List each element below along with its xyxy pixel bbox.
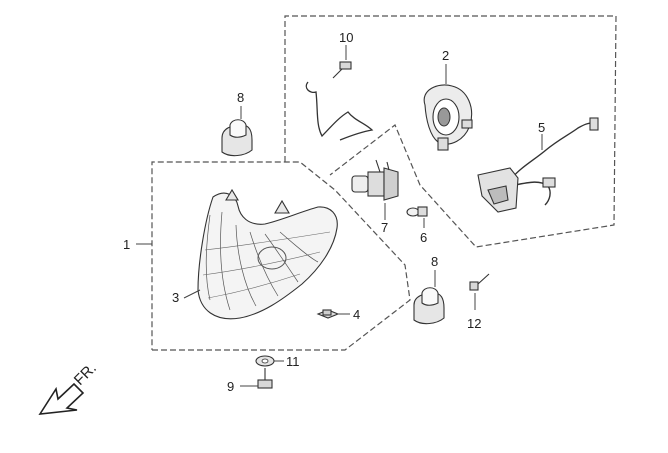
callout-7: 7 (381, 220, 388, 235)
rubber-cap-right (413, 287, 445, 325)
callout-8b: 8 (431, 254, 438, 269)
callout-1: 1 (123, 237, 130, 252)
callout-8a: 8 (237, 90, 244, 105)
callout-9: 9 (227, 379, 234, 394)
callout-5: 5 (538, 120, 545, 135)
leader-3 (183, 289, 201, 299)
clip-nut (316, 309, 340, 319)
rubber-cap-left (221, 119, 253, 157)
callout-10: 10 (339, 30, 353, 45)
callout-3: 3 (172, 290, 179, 305)
screw-10 (332, 61, 352, 79)
callout-2: 2 (442, 48, 449, 63)
assembly-1-outline (151, 161, 411, 351)
position-bulb (406, 206, 428, 217)
assembly-right-outline (284, 15, 617, 248)
callout-4: 4 (353, 307, 360, 322)
headlight-bulb (351, 159, 399, 201)
wire-harness (477, 117, 599, 213)
socket-ring (423, 84, 473, 151)
bracket-wire (305, 81, 374, 141)
front-direction-arrow (38, 382, 85, 415)
screw-12 (469, 273, 490, 291)
washer (255, 355, 275, 367)
callout-11: 11 (286, 354, 300, 369)
callout-6: 6 (420, 230, 427, 245)
callout-12: 12 (467, 316, 481, 331)
headlight-lens (197, 188, 338, 320)
bolt (257, 368, 273, 389)
